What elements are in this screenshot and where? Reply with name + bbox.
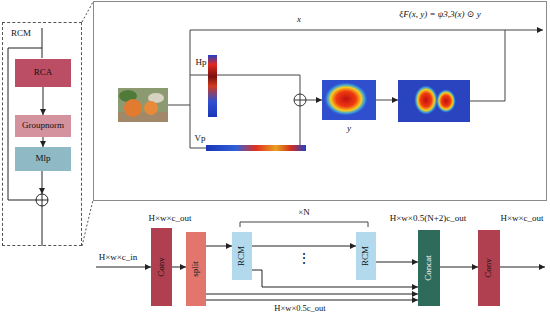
module-frame: RCM RCA GroupnormMlp bbox=[2, 22, 82, 246]
repeat-bracket bbox=[240, 222, 368, 227]
output-arrow bbox=[505, 30, 543, 31]
tensor-shape: H×w×0.5(N+2)c_out bbox=[390, 214, 466, 224]
tensor-shape: H×w×c_out bbox=[148, 214, 191, 224]
module-title: RCM bbox=[11, 29, 31, 39]
photo-ground bbox=[118, 88, 168, 122]
add-symbol bbox=[294, 94, 306, 106]
horizontal-pool-bar bbox=[208, 55, 217, 117]
module-box: RCM bbox=[356, 232, 376, 280]
box-label: Mlp bbox=[35, 154, 50, 164]
box-label: Groupnorm bbox=[22, 121, 64, 131]
process-box: RCA bbox=[15, 59, 71, 87]
split-box: split bbox=[186, 232, 206, 306]
output-arrow bbox=[500, 267, 545, 268]
flow-line bbox=[217, 75, 300, 94]
heatmap-blob bbox=[324, 82, 368, 116]
connector bbox=[206, 246, 232, 247]
connector bbox=[206, 294, 418, 295]
vertical-pool-bar bbox=[206, 145, 306, 151]
heatmap bbox=[322, 80, 376, 120]
flow-line bbox=[42, 28, 43, 58]
concat-box: Concat bbox=[418, 230, 440, 306]
flow-line bbox=[42, 206, 43, 246]
flow-line bbox=[306, 100, 322, 101]
box-label: RCM bbox=[361, 246, 371, 266]
formula: ξF(x, y) = ψ3,3(x) ⊙ y bbox=[399, 10, 480, 20]
connector bbox=[440, 267, 478, 268]
heatmap-blob bbox=[414, 85, 438, 115]
signal-name: x bbox=[297, 15, 301, 25]
connector bbox=[43, 87, 44, 115]
heatmap-blob bbox=[436, 89, 456, 113]
box-label: Concat bbox=[424, 255, 434, 281]
add-symbol bbox=[36, 194, 48, 206]
input-arrow bbox=[96, 267, 151, 268]
tensor-shape: H×w×c_in bbox=[99, 253, 138, 263]
flow-line bbox=[190, 30, 191, 148]
connector bbox=[206, 300, 418, 301]
input-photo bbox=[118, 88, 168, 122]
ellipsis: ⋮ bbox=[297, 251, 311, 266]
signal-name: Vp bbox=[195, 134, 206, 144]
flow-line bbox=[300, 106, 301, 145]
photo-table bbox=[118, 112, 168, 122]
flow-line bbox=[190, 148, 206, 149]
conv-box: Conv bbox=[478, 230, 500, 306]
connector bbox=[376, 262, 418, 263]
connector bbox=[252, 270, 418, 287]
flow-line bbox=[42, 170, 43, 194]
zoom-line bbox=[82, 200, 93, 246]
connector bbox=[43, 137, 44, 147]
photo-orange bbox=[124, 99, 142, 117]
repeat-count: ×N bbox=[298, 208, 310, 218]
flow-line bbox=[168, 105, 190, 106]
box-label: split bbox=[191, 261, 201, 277]
tensor-shape: H×w×c_out bbox=[500, 214, 543, 224]
signal-name: Hp bbox=[196, 58, 207, 68]
signal-name: y bbox=[347, 124, 351, 134]
box-label: RCA bbox=[34, 68, 53, 78]
add-symbol bbox=[36, 194, 48, 206]
process-box: Groupnorm bbox=[15, 115, 71, 137]
box-label: Conv bbox=[157, 257, 167, 277]
detail-panel bbox=[94, 2, 547, 201]
heatmap-ground bbox=[398, 80, 470, 122]
zoom-line bbox=[82, 2, 93, 22]
heatmap-ground bbox=[322, 80, 376, 120]
process-box: Mlp bbox=[15, 147, 71, 171]
tensor-shape: H×w×0.5c_out bbox=[274, 304, 325, 313]
box-label: RCM bbox=[237, 246, 247, 266]
connector bbox=[252, 246, 356, 247]
flow-line bbox=[376, 100, 398, 101]
conv-box: Conv bbox=[151, 228, 172, 306]
connector bbox=[172, 267, 186, 268]
identity-line bbox=[190, 30, 505, 31]
heatmap bbox=[398, 80, 470, 122]
add-symbol bbox=[294, 94, 306, 106]
box-label: Conv bbox=[484, 258, 494, 278]
flow-line bbox=[470, 30, 505, 101]
photo-orange bbox=[144, 101, 158, 115]
module-box: RCM bbox=[232, 232, 252, 280]
flow-line bbox=[190, 75, 208, 76]
